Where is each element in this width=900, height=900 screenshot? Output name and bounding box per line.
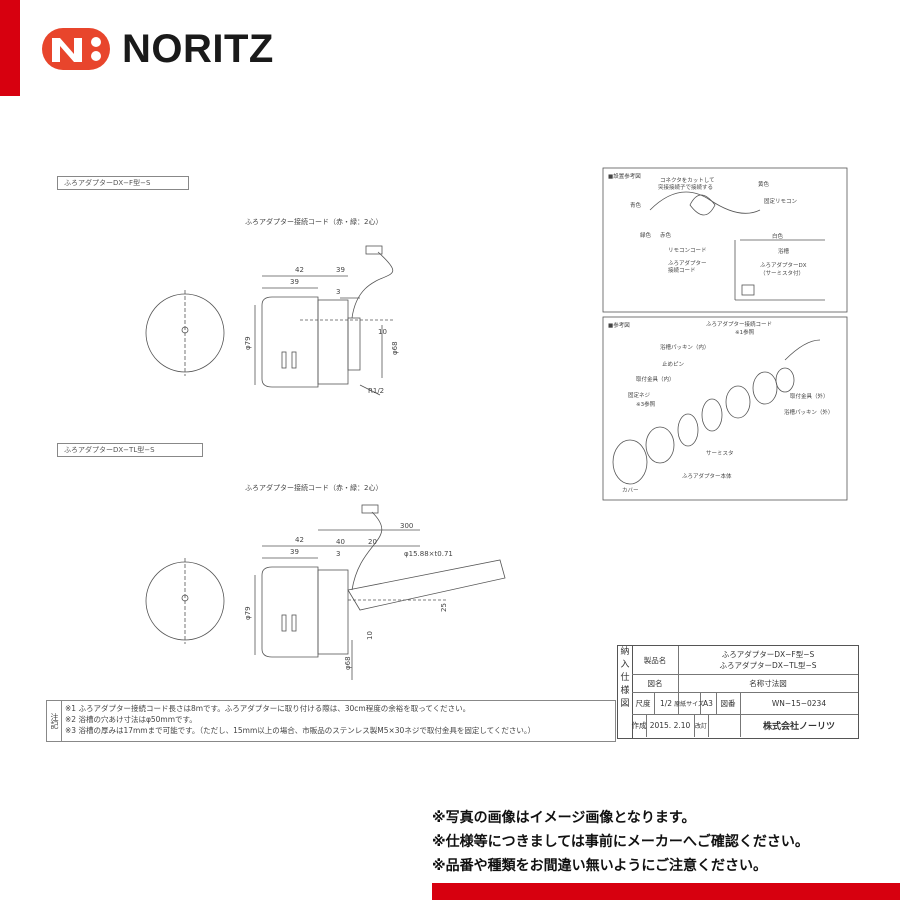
scale-value: 1/2 <box>654 692 679 714</box>
tl-dim-pipe: φ15.88×t0.71 <box>404 550 453 558</box>
f-dim-39a: 39 <box>290 278 299 286</box>
svg-text:ふろアダプター本体: ふろアダプター本体 <box>682 472 732 480</box>
svg-text:サーミスタ: サーミスタ <box>706 449 734 457</box>
svg-text:赤色: 赤色 <box>660 231 672 239</box>
svg-text:固定リモコン: 固定リモコン <box>764 197 798 205</box>
f-dim-68: φ68 <box>391 341 399 355</box>
drawing-label: 図名 <box>632 674 679 692</box>
paper-value: A3 <box>700 692 717 714</box>
revised-label: 改訂 <box>694 714 709 737</box>
title-block: 納入仕様図 製品名 ふろアダプターDX−F型−S ふろアダプターDX−TL型−S… <box>617 645 859 739</box>
svg-text:浴槽パッキン（内）: 浴槽パッキン（内） <box>660 343 709 351</box>
tl-dim-10: 10 <box>366 631 374 640</box>
f-side-body <box>261 296 319 388</box>
f-cord-label: ふろアダプター接続コード（赤・緑：2心） <box>245 217 382 226</box>
note-3: ※3 浴槽の厚みは17mmまで可能です。（ただし、15mm以上の場合、市販品のス… <box>65 726 536 735</box>
disclaimer: ※写真の画像はイメージ画像となります。 ※仕様等につきましては事前にメーカーへご… <box>432 806 809 878</box>
tl-dim-79: φ79 <box>244 606 252 620</box>
tl-dim-39: 39 <box>290 548 299 556</box>
svg-text:リモコンコード: リモコンコード <box>668 247 707 254</box>
product-name-1: ふろアダプターDX−F型−S <box>721 650 815 659</box>
disclaimer-line-3: ※品番や種類をお間違い無いようにご注意ください。 <box>432 858 768 874</box>
tl-cord-label: ふろアダプター接続コード（赤・緑：2心） <box>245 483 382 492</box>
f-dim-r: R1/2 <box>368 387 384 395</box>
svg-text:白色: 白色 <box>772 232 784 240</box>
svg-text:止めピン: 止めピン <box>662 360 685 368</box>
made-label: 作成 <box>632 714 647 737</box>
tl-dim-20: 20 <box>368 538 377 546</box>
svg-text:ふろアダプター接続コード: ふろアダプター接続コード <box>706 320 772 328</box>
svg-text:ふろアダプター: ふろアダプター <box>668 259 707 267</box>
tl-side-body <box>261 566 319 658</box>
svg-text:※1参照: ※1参照 <box>735 328 755 336</box>
bottom-red-bar <box>432 883 900 900</box>
svg-text:※3参照: ※3参照 <box>636 400 656 408</box>
disclaimer-line-1: ※写真の画像はイメージ画像となります。 <box>432 810 696 826</box>
scale-label: 尺度 <box>632 692 655 714</box>
revised-blank <box>708 714 741 737</box>
drawing-name: 名称寸法図 <box>749 678 787 688</box>
svg-text:カバー: カバー <box>622 487 639 494</box>
notes-box: 注記 ※1 ふろアダプター接続コード長さは8mです。ふろアダプターに取り付ける際… <box>46 700 616 742</box>
svg-text:取付金具（外）: 取付金具（外） <box>790 392 829 400</box>
svg-text:青色: 青色 <box>630 201 642 209</box>
parts-title: ■参考図 <box>608 321 630 329</box>
svg-text:緑色: 緑色 <box>640 231 652 239</box>
tl-dim-68: φ68 <box>344 656 352 670</box>
paper-label: 原紙サイズ <box>674 692 704 714</box>
f-dim-79: φ79 <box>244 336 252 350</box>
disclaimer-line-2: ※仕様等につきましては事前にメーカーへご確認ください。 <box>432 834 809 850</box>
f-dim-39b: 39 <box>336 266 345 274</box>
notes-tag: 注記 <box>47 701 62 741</box>
product-name-2: ふろアダプターDX−TL型−S <box>719 661 817 670</box>
tl-dim-300: 300 <box>400 522 413 530</box>
drawing-number: WN−15−0234 <box>771 698 827 708</box>
svg-text:取付金具（内）: 取付金具（内） <box>636 375 675 383</box>
company-name: 株式会社ノーリツ <box>762 722 835 732</box>
tl-dim-3: 3 <box>336 550 340 558</box>
f-dim-10: 10 <box>378 328 387 336</box>
install-title: ■設置参考図 <box>608 172 641 180</box>
svg-text:接続コード: 接続コード <box>668 266 696 274</box>
tl-dim-42: 42 <box>295 536 304 544</box>
made-date: 2015. 2.10 <box>646 714 695 737</box>
svg-text:浴槽: 浴槽 <box>778 247 790 255</box>
number-label: 図番 <box>716 692 741 714</box>
tl-dim-25: 25 <box>440 603 448 612</box>
brand-red-bar <box>0 0 20 96</box>
f-type-label: ふろアダプターDX−F型−S <box>57 176 189 190</box>
svg-text:固定ネジ: 固定ネジ <box>628 391 651 399</box>
product-label: 製品名 <box>632 646 679 674</box>
parts-ref-frame <box>602 316 848 501</box>
svg-text:コネクタをカットして: コネクタをカットして <box>660 176 715 184</box>
tl-dim-40: 40 <box>336 538 345 546</box>
svg-text:ふろアダプターDX: ふろアダプターDX <box>760 261 807 269</box>
svg-text:（サーミスタ付）: （サーミスタ付） <box>760 269 804 277</box>
svg-text:黄色: 黄色 <box>758 180 770 188</box>
tl-type-label: ふろアダプターDX−TL型−S <box>57 443 203 457</box>
f-dim-42: 42 <box>295 266 304 274</box>
f-dim-3: 3 <box>336 288 340 296</box>
note-2: ※2 浴槽の穴あけ寸法はφ50mmです。 <box>65 715 197 724</box>
svg-text:浴槽パッキン（外）: 浴槽パッキン（外） <box>784 408 833 416</box>
noritz-logo: NORITZ <box>40 24 274 74</box>
noritz-mark-icon <box>42 28 110 70</box>
note-1: ※1 ふろアダプター接続コード長さは8mです。ふろアダプターに取り付ける際は、3… <box>65 704 471 713</box>
svg-text:突接接続子で接続する: 突接接続子で接続する <box>658 183 713 191</box>
install-ref-frame <box>602 167 848 313</box>
brand-name: NORITZ <box>122 26 274 71</box>
